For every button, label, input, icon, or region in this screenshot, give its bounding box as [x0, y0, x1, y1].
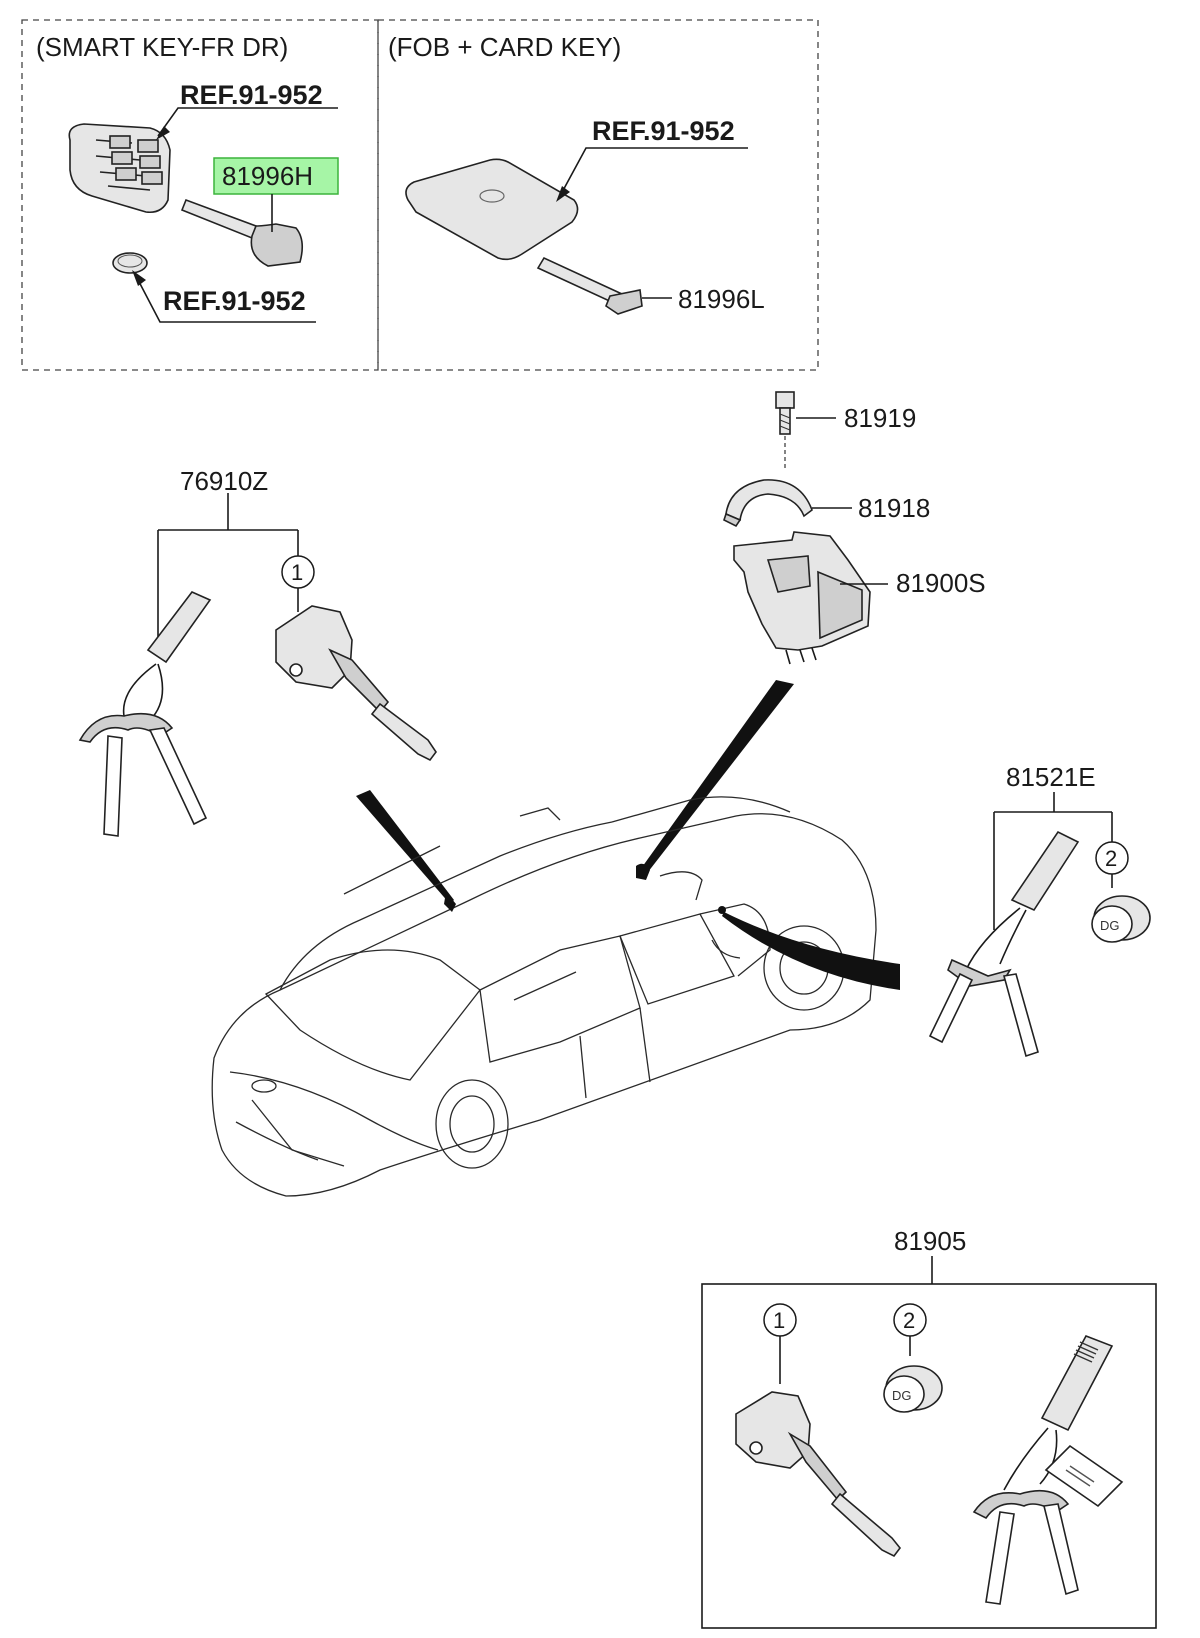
callout-number-1a: 1 — [291, 560, 303, 585]
bracket-76910Z — [157, 529, 299, 640]
keys-81905[interactable] — [972, 1489, 1079, 1605]
bracket-81521E — [993, 811, 1113, 930]
kit-box-81905 — [701, 1283, 1157, 1629]
part-label-81919[interactable]: 81919 — [844, 403, 916, 433]
callout-number-1b: 1 — [773, 1308, 785, 1333]
callout-number-2a: 2 — [1105, 846, 1117, 871]
callout-number-2b: 2 — [903, 1308, 915, 1333]
door-lock-cylinder-81905[interactable] — [735, 1391, 902, 1558]
door-lock-cylinder-76910Z[interactable] — [275, 605, 437, 762]
barcode-tag-81905[interactable] — [1044, 1444, 1124, 1508]
vehicle-outline — [211, 796, 877, 1197]
part-label-81996L[interactable]: 81996L — [678, 284, 765, 314]
trunk-lock-cap-81521E[interactable]: DG — [1091, 895, 1151, 943]
ref-label-battery: REF.91-952 — [163, 286, 306, 316]
key-tag-76910Z[interactable] — [122, 591, 212, 721]
smart-key-fob[interactable] — [68, 123, 171, 214]
pointer-trunk-to-car — [722, 912, 900, 990]
emergency-key-blade-81996H[interactable] — [180, 198, 304, 267]
card-key-blade-81996L[interactable] — [536, 256, 643, 315]
leader-ref-card — [559, 147, 748, 197]
smart-key-header: (SMART KEY-FR DR) — [36, 32, 288, 62]
fob-card-header: (FOB + CARD KEY) — [388, 32, 621, 62]
part-label-81918[interactable]: 81918 — [858, 493, 930, 523]
leader-ref-battery — [135, 275, 316, 323]
keys-81521E[interactable] — [928, 958, 1039, 1058]
smart-key-panel: (SMART KEY-FR DR) — [21, 19, 379, 371]
svg-text:DG: DG — [892, 1388, 912, 1403]
ref-label-smart-fob: REF.91-952 — [180, 80, 323, 110]
highlight-81996H[interactable] — [213, 157, 339, 195]
part-label-81900S[interactable]: 81900S — [896, 568, 986, 598]
shear-bracket-81918[interactable] — [723, 479, 813, 528]
part-label-81905[interactable]: 81905 — [894, 1226, 966, 1256]
key-tag-81521E[interactable] — [965, 830, 1080, 971]
bolt-81919[interactable] — [775, 391, 795, 435]
trunk-lock-cap-81905[interactable]: DG — [883, 1365, 943, 1413]
part-label-81996H[interactable]: 81996H — [222, 161, 313, 191]
keys-76910Z[interactable] — [78, 712, 208, 837]
part-label-81521E[interactable]: 81521E — [1006, 762, 1096, 792]
ref-label-card: REF.91-952 — [592, 116, 735, 146]
leader-ref-fob — [157, 107, 338, 137]
coin-battery[interactable] — [112, 252, 148, 274]
marker-door-lock-location — [444, 892, 456, 912]
card-key[interactable] — [405, 158, 579, 261]
part-label-76910Z[interactable]: 76910Z — [180, 466, 268, 496]
ignition-lock-81900S[interactable] — [733, 531, 871, 665]
fob-card-panel: (FOB + CARD KEY) — [377, 19, 819, 371]
pointer-ignition-to-car — [640, 680, 794, 872]
svg-text:DG: DG — [1100, 918, 1120, 933]
marker-ignition-location — [636, 863, 650, 880]
pointer-doorlock-to-car — [356, 790, 454, 904]
key-tag-81905[interactable] — [1003, 1335, 1114, 1491]
